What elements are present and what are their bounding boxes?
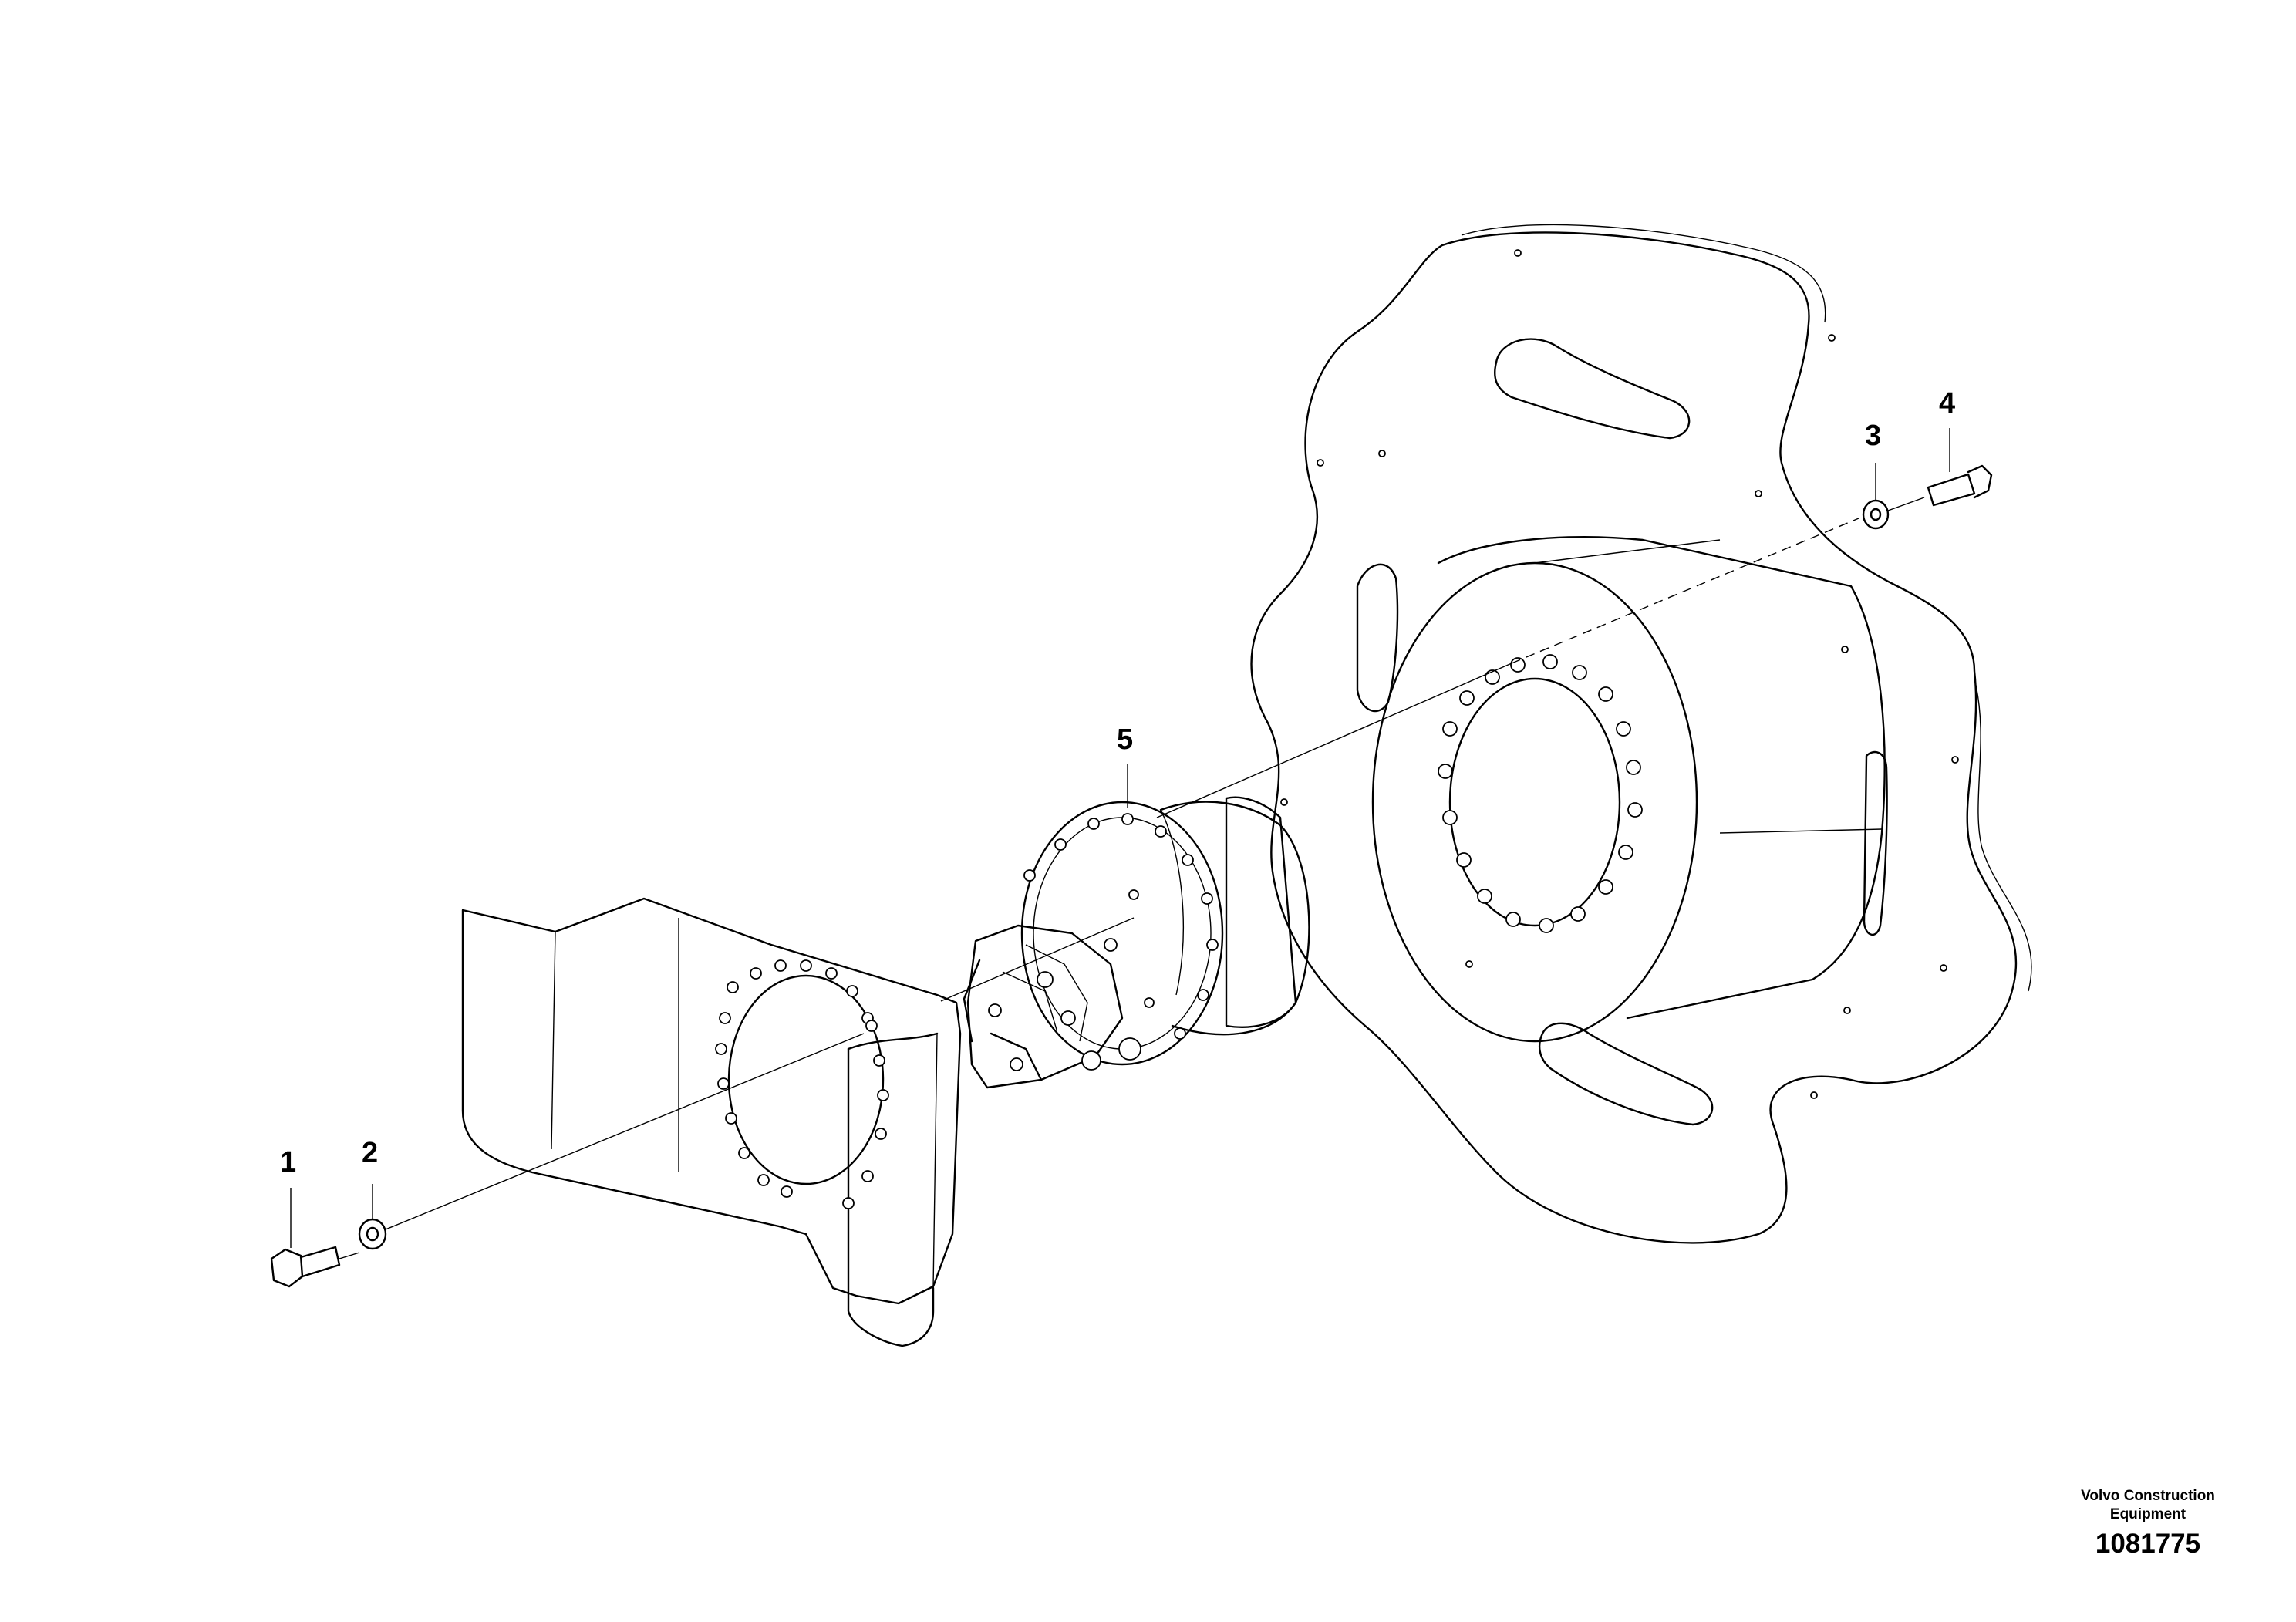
sprocket-plate	[1250, 224, 2032, 1244]
mounting-bracket	[461, 897, 962, 1347]
callout-4: 4	[1939, 387, 1956, 420]
bolt-1	[270, 1246, 341, 1288]
callout-5: 5	[1117, 723, 1134, 756]
motor-flange-holes	[1023, 813, 1219, 1040]
callout-3: 3	[1865, 420, 1882, 452]
bolt-4	[1927, 464, 1993, 507]
document-number: 1081775	[2095, 1529, 2201, 1559]
washer-2	[358, 1218, 387, 1250]
callout-2: 2	[362, 1137, 379, 1169]
washer-3	[1862, 499, 1890, 530]
callout-1: 1	[280, 1146, 297, 1179]
manufacturer-label: Volvo Construction Equipment	[2081, 1488, 2215, 1523]
hub-bolt-holes	[1438, 654, 1643, 933]
travel-motor	[963, 796, 1310, 1089]
bracket-bolt-holes	[715, 959, 889, 1209]
